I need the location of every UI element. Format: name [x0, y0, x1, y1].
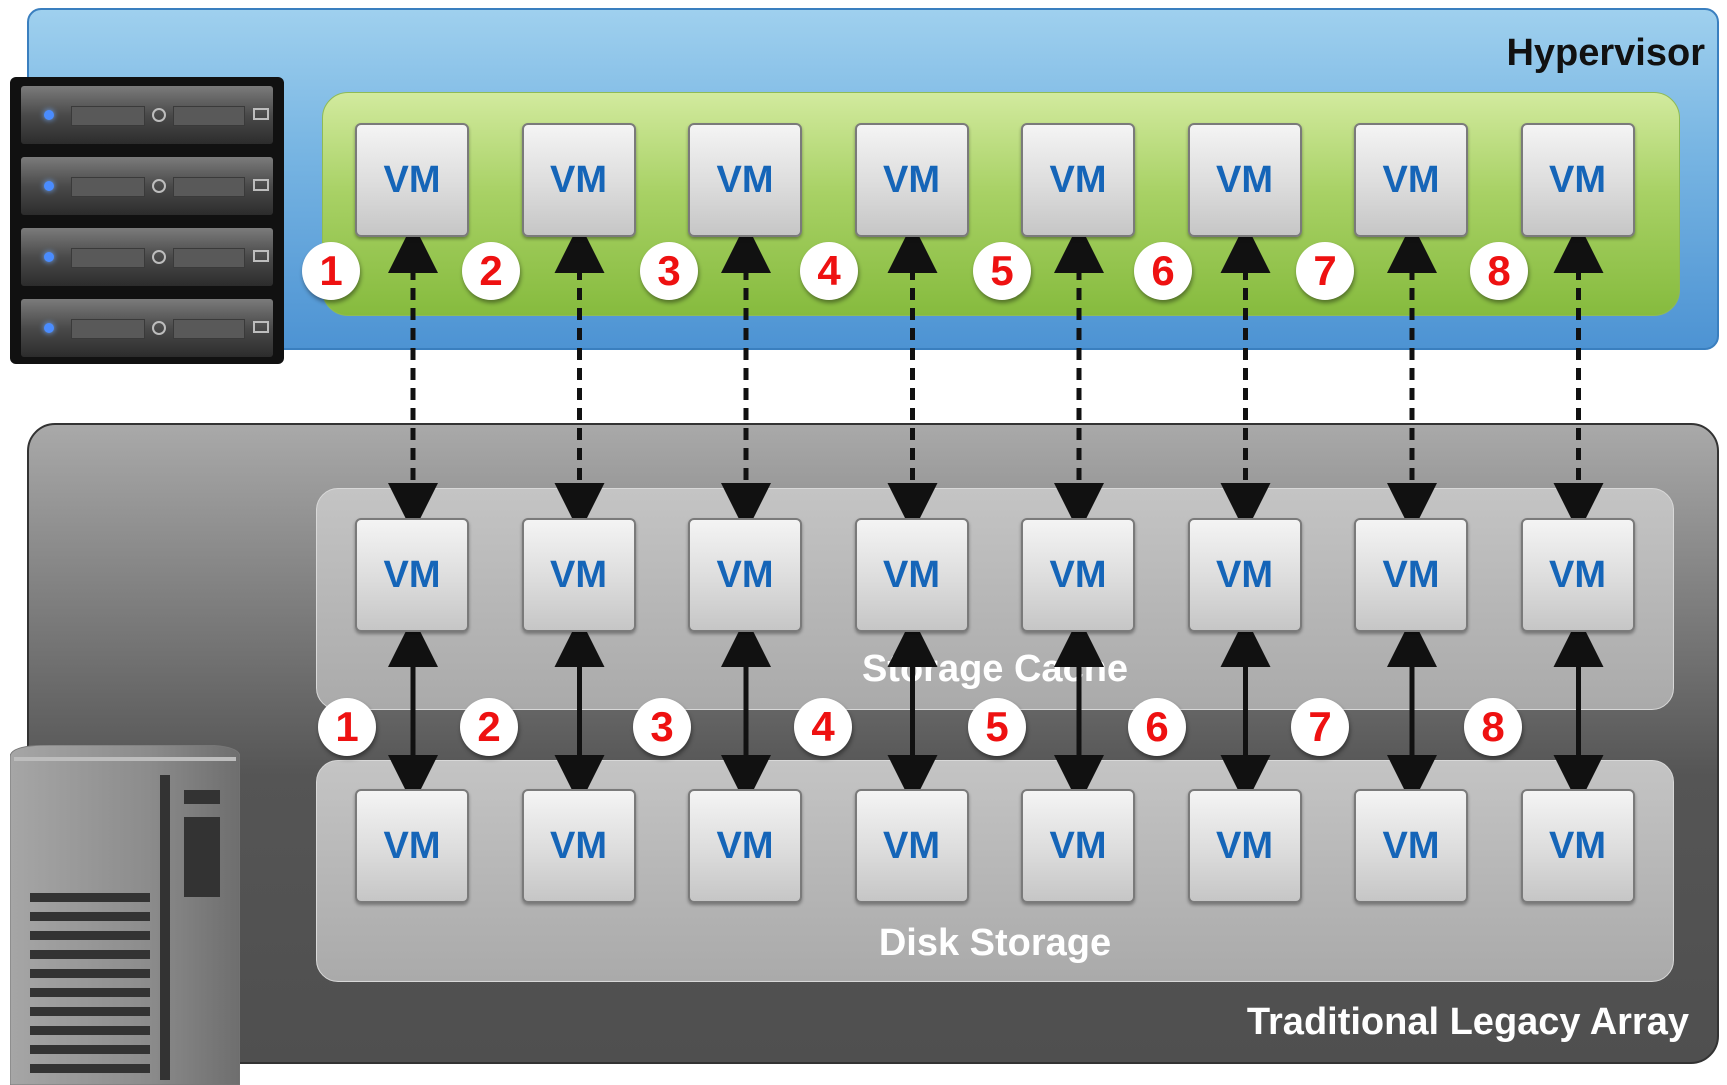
hypervisor-step-badge: 5: [973, 242, 1031, 300]
hypervisor-step-badge: 6: [1134, 242, 1192, 300]
cache-vm-1: VM: [355, 518, 469, 632]
cache-vm-2: VM: [521, 518, 636, 632]
hypervisor-vm-1: VM: [355, 123, 469, 237]
hypervisor-vm-7: VM: [1354, 123, 1468, 237]
array-step-badge: 2: [460, 698, 518, 756]
disk-vm-3: VM: [688, 789, 802, 903]
hypervisor-vm-8: VM: [1520, 123, 1635, 237]
disk-vm-2: VM: [521, 789, 636, 903]
array-step-badge: 3: [633, 698, 691, 756]
disk-vm-4: VM: [854, 789, 969, 903]
hypervisor-step-badge: 3: [640, 242, 698, 300]
array-step-badge: 8: [1464, 698, 1522, 756]
hypervisor-vm-4: VM: [854, 123, 969, 237]
cache-vm-3: VM: [688, 518, 802, 632]
disk-vm-5: VM: [1021, 789, 1135, 903]
hypervisor-vm-6: VM: [1187, 123, 1302, 237]
cache-vm-4: VM: [854, 518, 969, 632]
array-step-badge: 5: [968, 698, 1026, 756]
storage-array-icon: [10, 745, 240, 1085]
hypervisor-step-badge: 7: [1296, 242, 1354, 300]
array-step-badge: 1: [318, 698, 376, 756]
legacy-array-label: Traditional Legacy Array: [1246, 1001, 1689, 1043]
array-step-badge: 7: [1291, 698, 1349, 756]
hypervisor-vm-3: VM: [688, 123, 802, 237]
hypervisor-step-badge: 1: [302, 242, 360, 300]
disk-vm-6: VM: [1187, 789, 1302, 903]
hypervisor-step-badge: 2: [462, 242, 520, 300]
hypervisor-vm-2: VM: [521, 123, 636, 237]
array-step-badge: 4: [794, 698, 852, 756]
cache-vm-7: VM: [1354, 518, 1468, 632]
hypervisor-label: Hypervisor: [1506, 32, 1705, 74]
rack-server-icon: [10, 77, 284, 364]
disk-vm-1: VM: [355, 789, 469, 903]
disk-vm-8: VM: [1520, 789, 1635, 903]
cache-vm-8: VM: [1520, 518, 1635, 632]
disk-vm-7: VM: [1354, 789, 1468, 903]
cache-vm-5: VM: [1021, 518, 1135, 632]
hypervisor-step-badge: 4: [800, 242, 858, 300]
hypervisor-step-badge: 8: [1470, 242, 1528, 300]
hypervisor-vm-5: VM: [1021, 123, 1135, 237]
array-step-badge: 6: [1128, 698, 1186, 756]
cache-vm-6: VM: [1187, 518, 1302, 632]
disk-storage-label: Disk Storage: [878, 922, 1112, 964]
